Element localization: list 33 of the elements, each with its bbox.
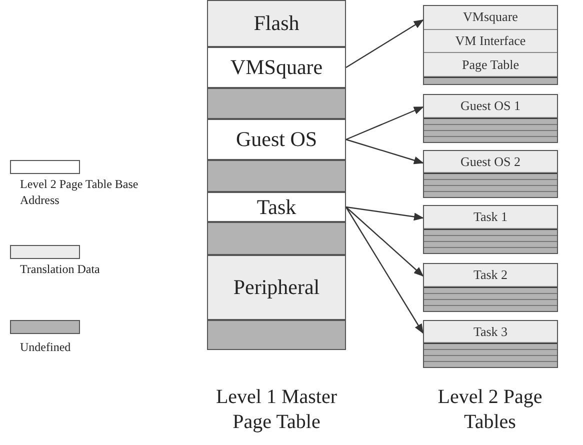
- arrow: [346, 206, 424, 277]
- page-table: [423, 5, 558, 85]
- legend-text: Level 2 Page Table Base Address: [20, 177, 140, 208]
- undefined-row: [207, 320, 346, 350]
- table-row: [207, 47, 346, 88]
- row-label: Peripheral: [233, 275, 320, 300]
- table-caption: Level 1 Master Page Table: [214, 385, 338, 435]
- page-table: [423, 94, 558, 143]
- table-row: [207, 192, 346, 222]
- page-table: [423, 320, 558, 368]
- undefined-row: [207, 88, 346, 119]
- undefined-row: [207, 160, 346, 192]
- row-label: Flash: [254, 11, 300, 36]
- arrow: [346, 106, 424, 140]
- legend-text: Undefined: [20, 340, 72, 356]
- page-table: [423, 263, 558, 312]
- table-caption: Level 2 Page Tables: [436, 385, 544, 435]
- arrow: [346, 206, 424, 221]
- undefined-row: [207, 222, 346, 255]
- table-row: [207, 119, 346, 160]
- arrow: [345, 206, 424, 334]
- arrow: [346, 138, 424, 164]
- arrow: [346, 19, 424, 68]
- row-label: Task: [256, 194, 296, 220]
- page-table: [423, 205, 558, 254]
- table-entry: VM Interface: [424, 30, 557, 54]
- row-label: VMSquare: [230, 55, 323, 80]
- legend-text: Translation Data: [20, 262, 101, 278]
- table-row: [207, 255, 346, 320]
- table-row: [207, 0, 346, 47]
- page-table: [423, 150, 558, 198]
- table-entry: VMsquare: [424, 6, 557, 30]
- row-label: Guest OS: [236, 127, 318, 152]
